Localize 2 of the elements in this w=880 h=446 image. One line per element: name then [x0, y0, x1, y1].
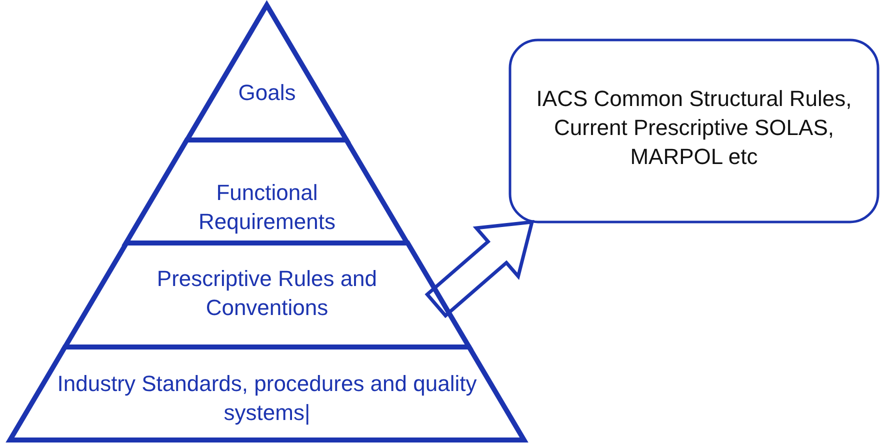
rounded-box: [510, 40, 878, 222]
box-text: IACS Common Structural Rules, Current Prescriptive SOLAS, MARPOL etc: [535, 85, 853, 171]
